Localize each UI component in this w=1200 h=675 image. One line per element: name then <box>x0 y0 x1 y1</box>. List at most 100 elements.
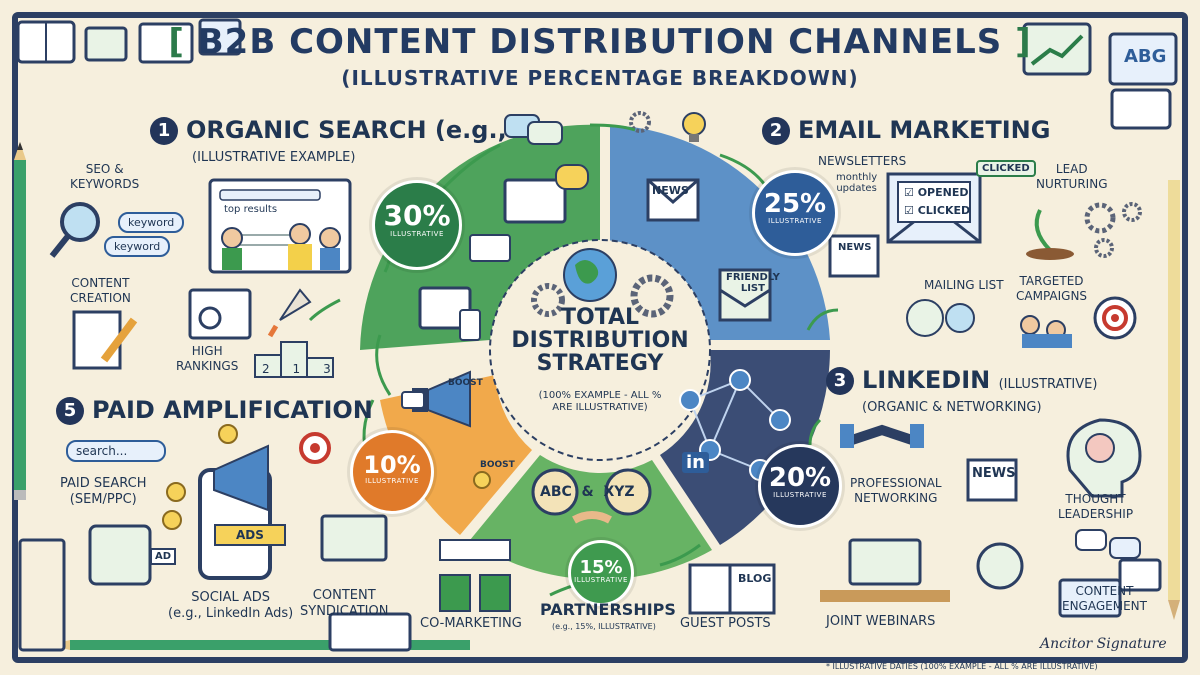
plant-sprout-icon <box>1026 209 1074 260</box>
signature: Ancitor Signature <box>1040 636 1167 652</box>
mailing-list-label: MAILING LIST <box>924 278 1004 292</box>
magnifier-icon <box>49 202 100 258</box>
megaphone-icon <box>401 370 471 428</box>
partnerships-subtitle: (e.g., 15%, ILLUSTRATIVE) <box>552 622 656 631</box>
pencil-left-icon <box>14 142 26 500</box>
partnerships-title: PARTNERSHIPS <box>540 600 676 619</box>
section-number-badge: 5 <box>56 397 84 425</box>
document-pencil-icon <box>72 310 138 370</box>
linkedin-in-logo: in <box>682 452 709 473</box>
section-number-badge: 1 <box>150 117 178 145</box>
linkedin-subtitle: (ORGANIC & NETWORKING) <box>862 400 1042 415</box>
section-email-heading: 2 EMAIL MARKETING <box>762 116 1050 145</box>
target-campaign-icon <box>1020 296 1137 348</box>
social-ads-label: SOCIAL ADS(e.g., LinkedIn Ads) <box>168 590 294 622</box>
section-paid-heading: 5 PAID AMPLIFICATION <box>56 396 373 425</box>
section-number-badge: 3 <box>826 367 854 395</box>
envelope-icon <box>646 178 772 322</box>
checklist-clicked: ☑ CLICKED <box>904 204 971 217</box>
pencil-right-icon <box>1168 180 1180 620</box>
ad-tag: AD <box>150 548 177 565</box>
abg-book-label: ABG <box>1124 46 1167 67</box>
content-screen-icon <box>188 288 252 340</box>
paid-title: PAID AMPLIFICATION <box>92 396 373 424</box>
title-text: B2B CONTENT DISTRIBUTION CHANNELS <box>197 22 1003 62</box>
email-envelope-large-icon <box>886 172 982 244</box>
webinar-screen-icon <box>820 538 950 602</box>
section-organic-heading: 1 ORGANIC SEARCH (e.g., <box>150 116 507 145</box>
percent-badge-paid: 10%ILLUSTRATIVE <box>350 430 434 514</box>
boost-tag: BOOST <box>448 378 483 388</box>
linkedin-title: LINKEDIN <box>862 366 991 394</box>
coin-icon <box>162 424 491 530</box>
chat-bubble-icon <box>504 114 589 190</box>
keyword-pill: keyword <box>104 236 171 257</box>
tablet-ad-icon <box>88 524 152 586</box>
boost-tag: BOOST <box>480 460 515 470</box>
center-note: (100% EXAMPLE - ALL %ARE ILLUSTRATIVE) <box>538 390 662 413</box>
linkedin-news-tag: NEWS <box>972 466 1016 481</box>
target-dart-icon <box>299 432 331 464</box>
rocket-icon <box>267 288 312 338</box>
gear-icon <box>531 111 1142 318</box>
section-number-badge: 2 <box>762 117 790 145</box>
podium-numbers: 2 1 3 <box>262 362 331 376</box>
screen-top-results: top results <box>224 204 278 215</box>
percent-badge-email: 25%ILLUSTRATIVE <box>752 170 838 256</box>
network-nodes-icon <box>679 369 791 481</box>
handshake-icon <box>531 468 652 524</box>
partner-logos: ABC & XYZ <box>540 484 635 500</box>
keyword-pill: keyword <box>118 212 185 233</box>
page-title: [ B2B CONTENT DISTRIBUTION CHANNELS ] <box>168 22 1032 62</box>
news-paper-tag: NEWS <box>838 242 872 253</box>
team-people-icon <box>221 223 341 270</box>
percent-badge-organic: 30%ILLUSTRATIVE <box>372 180 462 270</box>
section-linkedin-heading: 3 LINKEDIN (ILLUSTRATIVE) <box>826 366 1097 395</box>
footer-note: * ILLUSTRATIVE DATIES (100% EXAMPLE - AL… <box>826 662 1098 671</box>
guest-posts-label: GUEST POSTS <box>680 616 771 631</box>
ads-tag: ADS <box>214 524 286 546</box>
joint-webinars-label: JOINT WEBINARS <box>826 614 936 629</box>
search-input[interactable]: search... <box>66 440 166 462</box>
checklist-opened: ☑ OPENED <box>904 186 969 199</box>
page-subtitle: (ILLUSTRATIVE PERCENTAGE BREAKDOWN) <box>341 66 859 90</box>
podium-icon <box>254 341 334 378</box>
organic-subtitle: (ILLUSTRATIVE EXAMPLE) <box>192 150 356 165</box>
mailing-list-people-icon <box>906 299 975 337</box>
co-marketing-label: CO-MARKETING <box>420 616 522 631</box>
brain-head-icon <box>1066 418 1142 498</box>
growth-chart-icon <box>1022 22 1178 130</box>
phone-ads-icon <box>198 444 272 580</box>
lightbulb-icon <box>682 112 706 142</box>
newspaper-icon <box>828 234 1018 502</box>
globe-icon <box>563 248 617 302</box>
news-tag: NEWS <box>652 184 689 197</box>
organic-title: ORGANIC SEARCH (e.g., <box>186 116 507 144</box>
linkedin-title-suffix: (ILLUSTRATIVE) <box>998 377 1098 392</box>
clicked-tag: CLICKED <box>976 160 1036 177</box>
syndication-screen-icon <box>320 514 388 562</box>
percent-badge-partnerships: 15%ILLUSTRATIVE <box>568 540 634 606</box>
bottom-notebook-icon <box>18 538 1162 652</box>
engagement-bubbles-icon <box>976 529 1141 590</box>
email-title: EMAIL MARKETING <box>798 116 1051 144</box>
paid-search-label: PAID SEARCH(SEM/PPC) <box>60 476 147 508</box>
percent-badge-linkedin: 20%ILLUSTRATIVE <box>758 444 842 528</box>
guest-posts-icon <box>688 563 776 615</box>
seo-label: SEO &KEYWORDS <box>70 162 140 191</box>
segment-paid <box>380 375 532 535</box>
monitor-icon <box>418 178 567 341</box>
